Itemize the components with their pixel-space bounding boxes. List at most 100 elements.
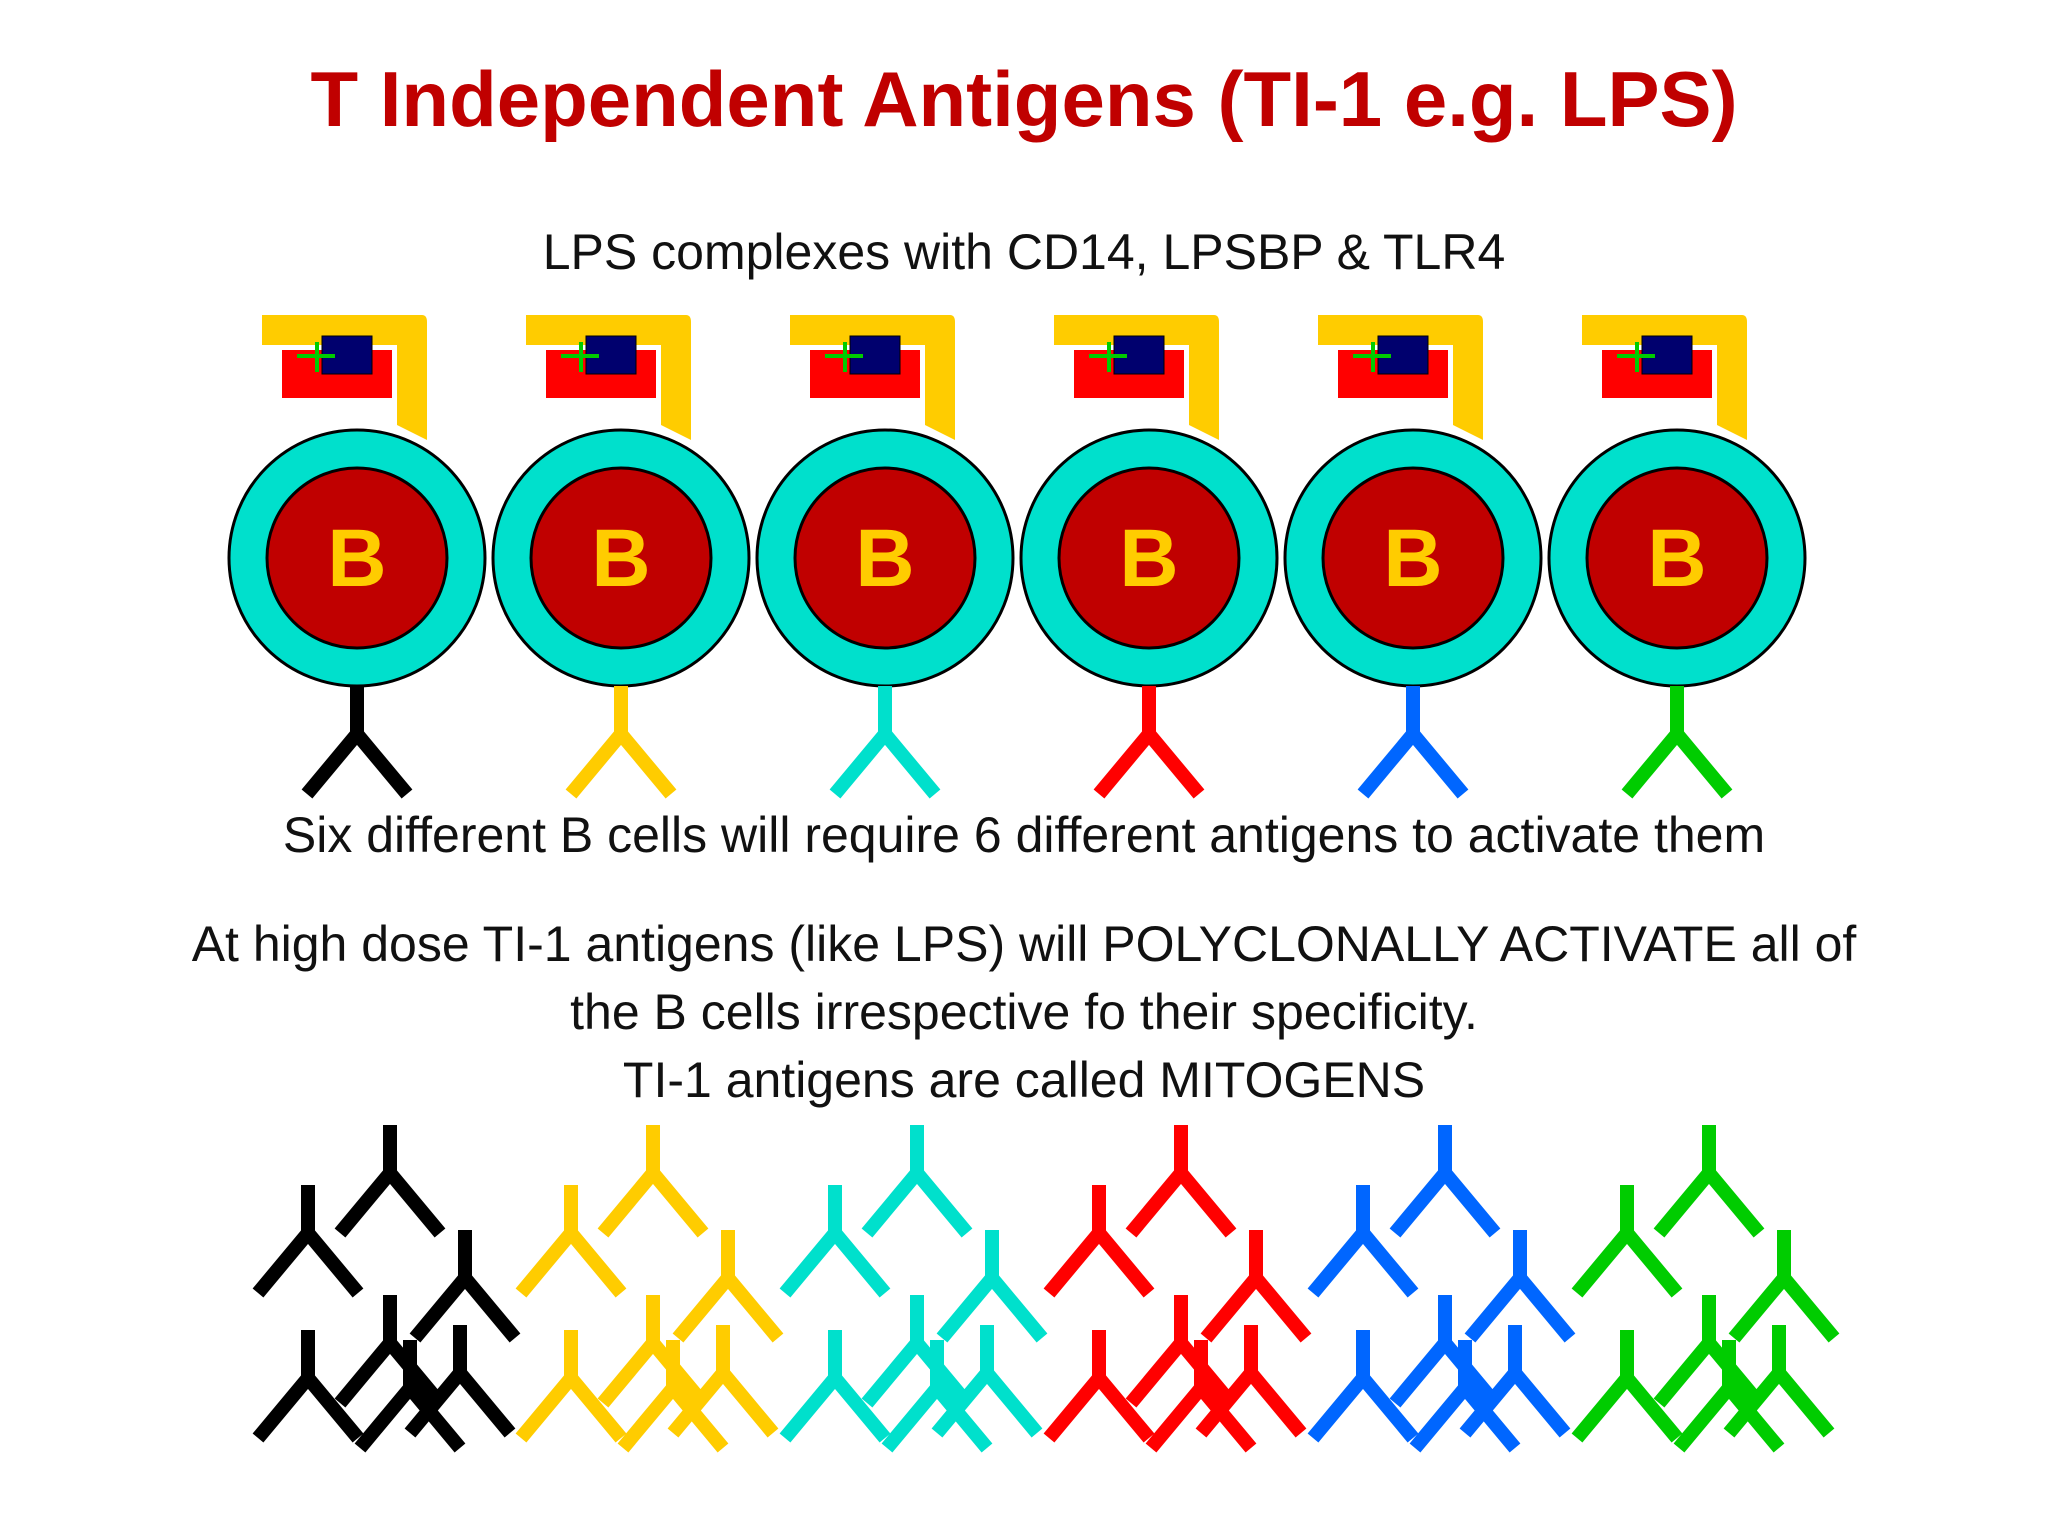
antibody-arm-right xyxy=(404,1383,466,1453)
antibody-arm-right xyxy=(1245,1368,1307,1438)
antibody-arm-left xyxy=(515,1373,577,1443)
secreted-antibody xyxy=(404,1325,516,1438)
secreted-antibody xyxy=(1464,1230,1576,1343)
b-cell-receptor xyxy=(1093,686,1205,799)
secreted-antibody xyxy=(597,1295,709,1408)
secreted-antibody xyxy=(672,1230,784,1343)
secreted-antibody xyxy=(779,1330,891,1443)
antibody-arm-right xyxy=(1175,1168,1237,1238)
secreted-antibody xyxy=(667,1325,779,1438)
antibody-arm-left xyxy=(334,1338,396,1408)
antibody-arm-left xyxy=(1389,1338,1451,1408)
antibody-arm-left xyxy=(779,1373,841,1443)
antibody-arm-left xyxy=(1621,729,1683,799)
antibody-arm-right xyxy=(1250,1273,1312,1343)
antibody-arm-right xyxy=(1509,1368,1571,1438)
cell-nucleus xyxy=(1057,466,1241,650)
antibody-arm-left xyxy=(404,1368,466,1438)
secreted-antibody xyxy=(1200,1230,1312,1343)
lps-complex xyxy=(526,315,691,440)
antibody-arm-right xyxy=(911,1168,973,1238)
secreted-antibody xyxy=(409,1230,521,1343)
antibody-arm-right xyxy=(829,1373,891,1443)
slide-title: T Independent Antigens (TI-1 e.g. LPS) xyxy=(310,55,1738,143)
antibody-arm-left xyxy=(252,1373,314,1443)
secreted-antibody xyxy=(1653,1125,1765,1238)
secreted-antibody xyxy=(1728,1230,1840,1343)
secreted-antibody xyxy=(1043,1185,1155,1298)
antibody-arm-left xyxy=(1571,1373,1633,1443)
paragraph-line-2: the B cells irrespective fo their specif… xyxy=(570,984,1478,1040)
antibody-arm-right xyxy=(1407,729,1469,799)
antibody-cluster-4 xyxy=(1043,1125,1312,1453)
antibody-arm-right xyxy=(615,729,677,799)
antibody-arm-right xyxy=(829,1228,891,1298)
antibody-arm-left xyxy=(779,1228,841,1298)
antibody-arm-left xyxy=(1653,1338,1715,1408)
secreted-antibody xyxy=(1125,1125,1237,1238)
antibody-arm-left xyxy=(597,1168,659,1238)
antibody-arm-left xyxy=(1307,1373,1369,1443)
antibody-arm-right xyxy=(1773,1368,1835,1438)
secreted-antibody xyxy=(1673,1340,1785,1453)
secreted-antibody xyxy=(931,1325,1043,1438)
b-cell-3: B xyxy=(755,315,1015,799)
b-cell-5: B xyxy=(1283,315,1543,799)
b-cell-receptor xyxy=(301,686,413,799)
antibody-arm-left xyxy=(1125,1168,1187,1238)
secreted-antibody xyxy=(334,1295,446,1408)
antibody-arm-left xyxy=(881,1383,943,1453)
antibody-arm-right xyxy=(1621,1228,1683,1298)
cell-nucleus xyxy=(529,466,713,650)
secreted-antibody xyxy=(354,1340,466,1453)
b-cell-4: B xyxy=(1019,315,1279,799)
secreted-antibody xyxy=(515,1185,627,1298)
secreted-antibody xyxy=(252,1330,364,1443)
b-cell-receptor xyxy=(829,686,941,799)
secreted-antibody xyxy=(515,1330,627,1443)
antibody-arm-right xyxy=(351,729,413,799)
antibody-arm-left xyxy=(829,729,891,799)
secreted-antibody xyxy=(334,1125,446,1238)
antibody-arm-left xyxy=(861,1338,923,1408)
secreted-antibody xyxy=(881,1340,993,1453)
antibody-arm-left xyxy=(1653,1168,1715,1238)
antibody-arm-left xyxy=(1464,1273,1526,1343)
antibody-cluster-1 xyxy=(252,1125,521,1453)
antibody-arm-right xyxy=(1459,1383,1521,1453)
antibody-arm-left xyxy=(1145,1383,1207,1453)
antibody-arm-left xyxy=(565,729,627,799)
secreted-antibody xyxy=(1653,1295,1765,1408)
antibody-cluster-5 xyxy=(1307,1125,1576,1453)
b-cell-2: B xyxy=(491,315,751,799)
antibody-arm-left xyxy=(931,1368,993,1438)
antibody-arm-right xyxy=(1195,1383,1257,1453)
antibody-arm-left xyxy=(1195,1368,1257,1438)
antibody-arm-right xyxy=(302,1228,364,1298)
b-cell-receptor xyxy=(1357,686,1469,799)
secreted-antibody xyxy=(1145,1340,1257,1453)
antibody-arm-right xyxy=(722,1273,784,1343)
antibody-arm-right xyxy=(1357,1228,1419,1298)
secreted-antibody xyxy=(779,1185,891,1298)
antibody-arm-left xyxy=(1723,1368,1785,1438)
paragraph-line-3: TI-1 antigens are called MITOGENS xyxy=(622,1052,1426,1108)
antibody-arm-left xyxy=(936,1273,998,1343)
lps-complex xyxy=(790,315,955,440)
cell-nucleus xyxy=(265,466,449,650)
antibody-arm-right xyxy=(302,1373,364,1443)
antibody-arm-right xyxy=(981,1368,1043,1438)
antibody-arm-right xyxy=(565,1228,627,1298)
cell-label: B xyxy=(1647,513,1706,604)
antibody-arm-left xyxy=(672,1273,734,1343)
secreted-antibody xyxy=(1571,1330,1683,1443)
antibody-arm-left xyxy=(1357,729,1419,799)
cell-label: B xyxy=(591,513,650,604)
antibody-arm-right xyxy=(1671,729,1733,799)
secreted-antibody xyxy=(1409,1340,1521,1453)
antibody-arm-left xyxy=(861,1168,923,1238)
secreted-antibody xyxy=(1195,1325,1307,1438)
cell-nucleus xyxy=(1585,466,1769,650)
secreted-antibody xyxy=(597,1125,709,1238)
